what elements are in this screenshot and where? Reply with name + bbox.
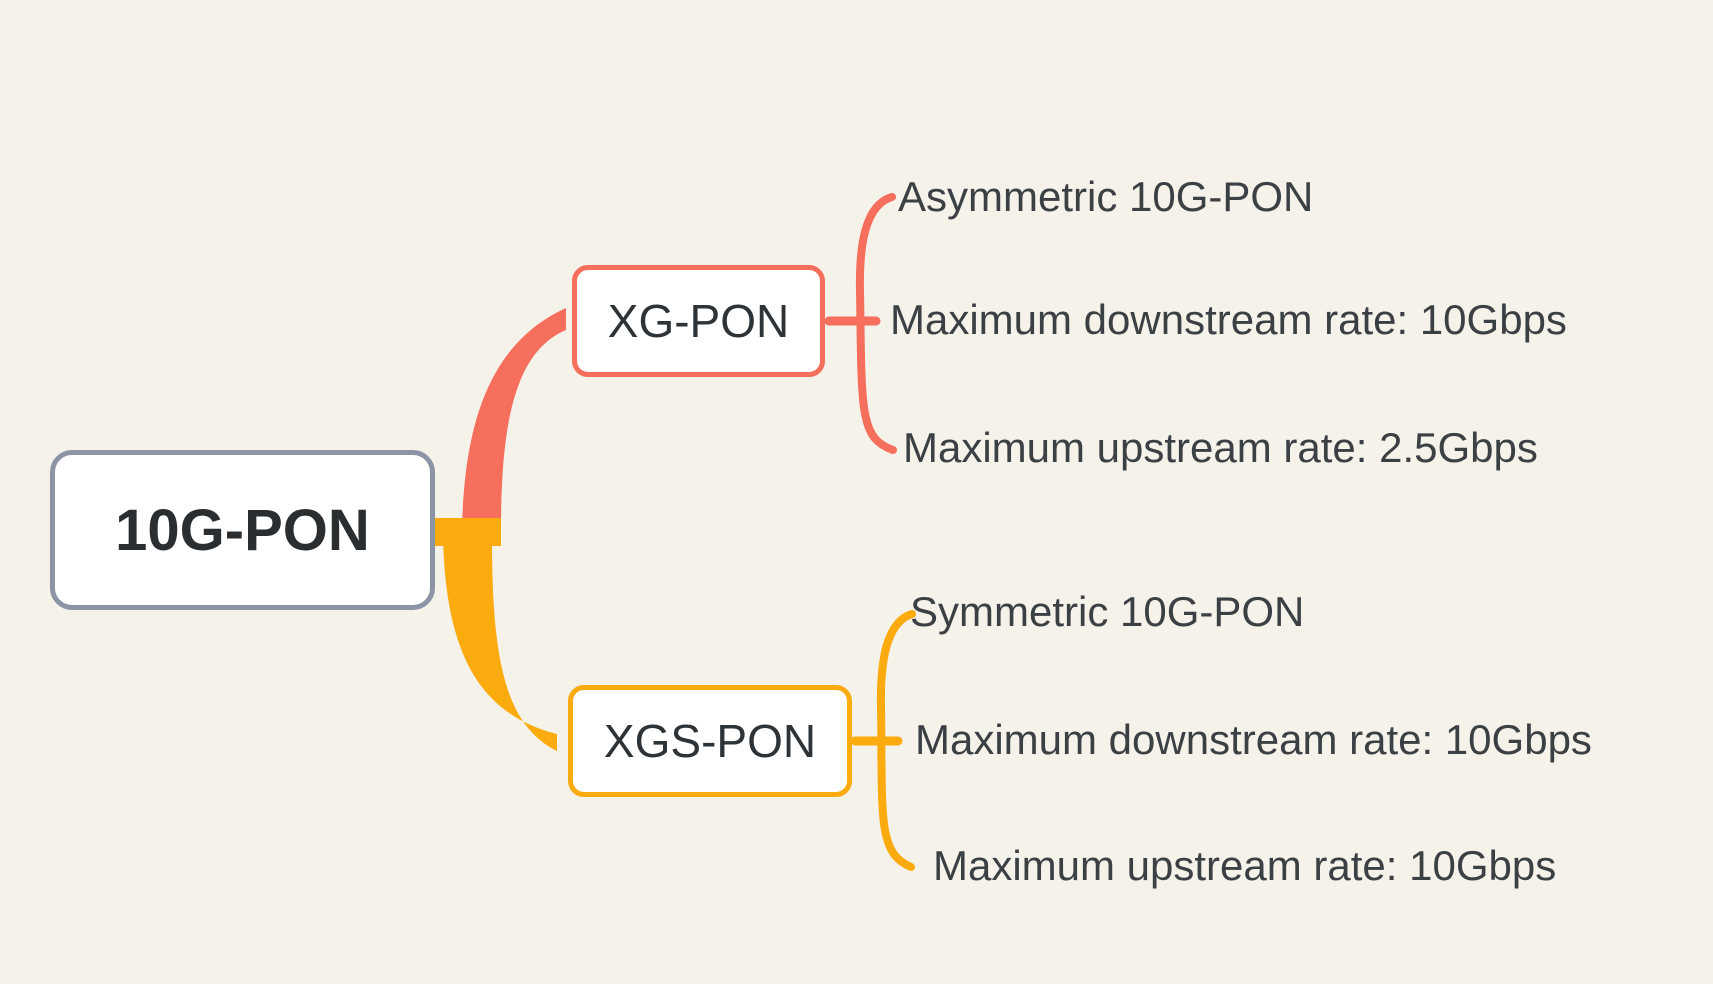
branch-curve-xg-pon [462, 308, 566, 530]
leaf-symmetric-10g-pon[interactable]: Symmetric 10G-PON [910, 588, 1305, 635]
root-connector-stub [435, 518, 501, 546]
branch-node-xg-pon[interactable]: XG-PON [572, 265, 825, 377]
branch-node-xgs-pon[interactable]: XGS-PON [568, 685, 852, 797]
connector-xg-outer-leaves [855, 193, 897, 454]
branch-curve-xgs-pon [443, 538, 557, 751]
branch-node-label: XGS-PON [603, 715, 817, 767]
root-node-10g-pon[interactable]: 10G-PON [50, 450, 435, 610]
branch-node-label: XG-PON [607, 295, 790, 347]
leaf-xgs-max-upstream-rate[interactable]: Maximum upstream rate: 10Gbps [933, 842, 1557, 889]
leaf-xg-max-upstream-rate[interactable]: Maximum upstream rate: 2.5Gbps [903, 424, 1538, 471]
connector-xgs-outer-leaves [876, 610, 916, 871]
leaf-asymmetric-10g-pon[interactable]: Asymmetric 10G-PON [898, 173, 1314, 220]
leaf-xg-max-downstream-rate[interactable]: Maximum downstream rate: 10Gbps [890, 296, 1567, 343]
leaf-xgs-max-downstream-rate[interactable]: Maximum downstream rate: 10Gbps [915, 716, 1592, 763]
root-node-label: 10G-PON [115, 497, 370, 563]
